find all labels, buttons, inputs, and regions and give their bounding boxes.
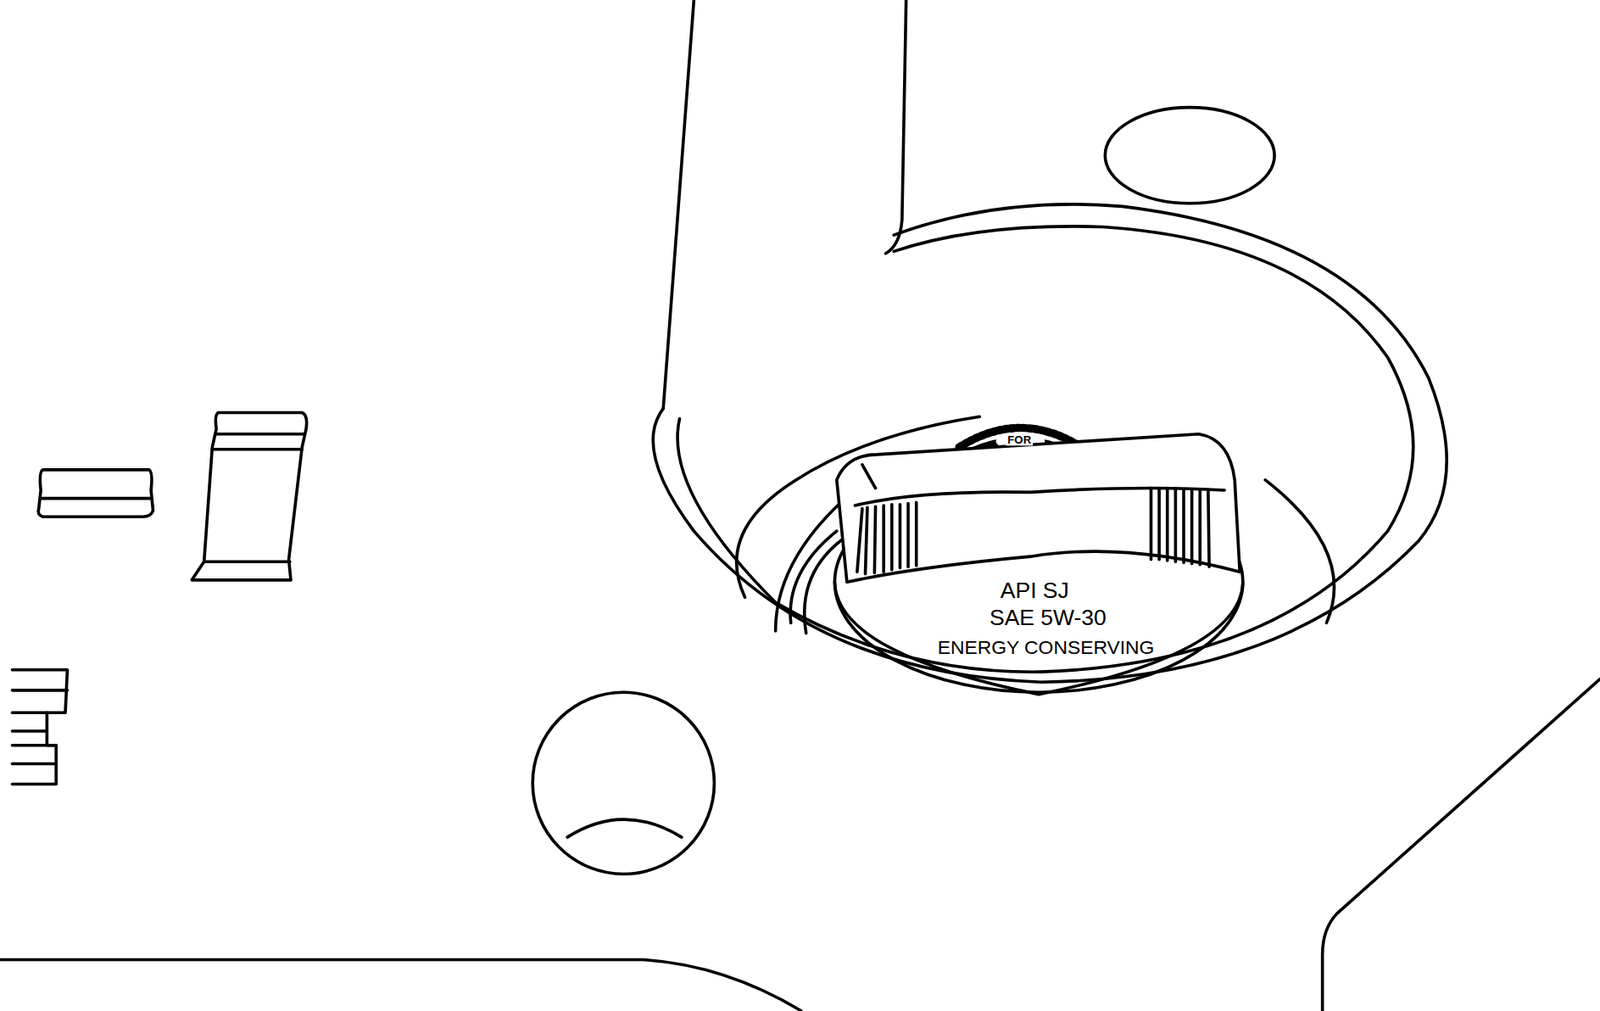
gear-marking: FOR bbox=[1005, 434, 1033, 446]
oil-spec-text: API SJ bbox=[1000, 578, 1070, 601]
oil-grade-text: SAE 5W-30 bbox=[989, 606, 1107, 629]
cap-note-text: ENERGY CONSERVING bbox=[937, 637, 1155, 658]
